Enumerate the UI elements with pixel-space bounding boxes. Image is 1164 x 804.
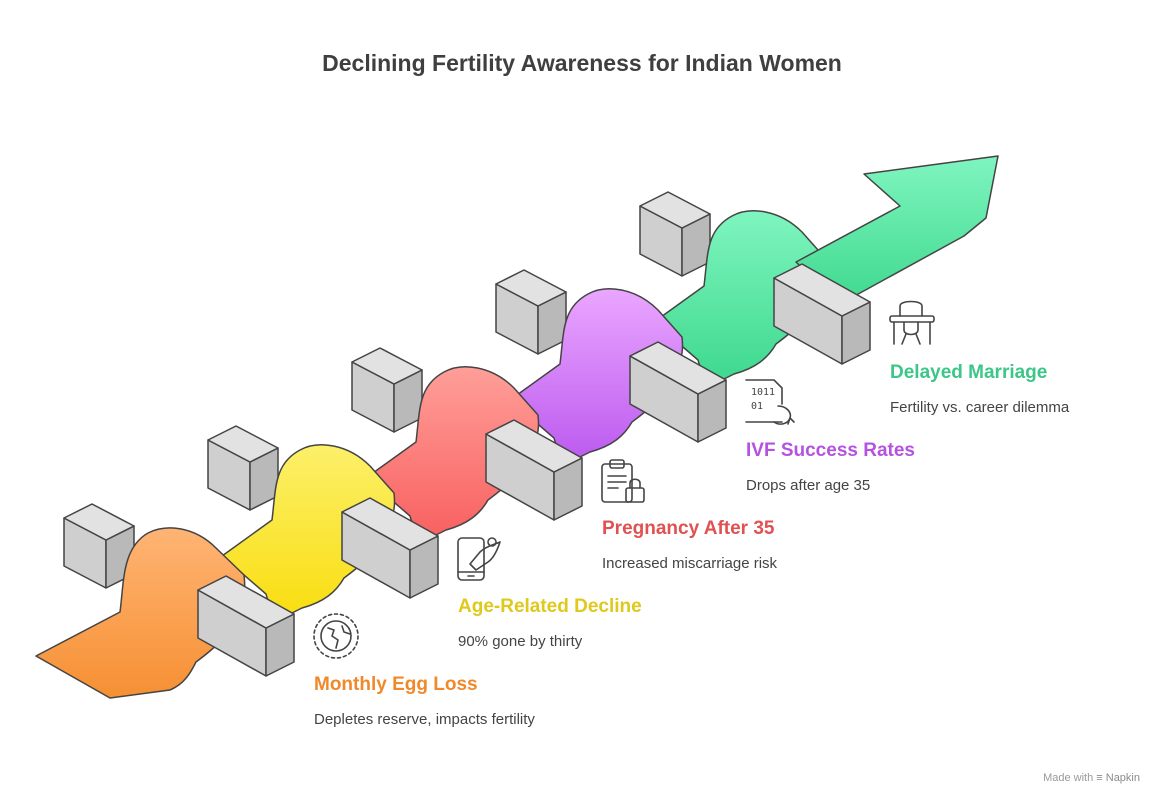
page-title: Declining Fertility Awareness for Indian… — [322, 50, 842, 76]
block-back-2 — [207, 425, 279, 511]
step-title-delayed-marriage: Delayed Marriage — [890, 362, 1048, 383]
desk-chair-icon — [889, 300, 935, 345]
binary-document-refresh-icon: 1011 01 — [745, 379, 795, 425]
step-title-monthly-egg-loss: Monthly Egg Loss — [314, 674, 478, 695]
arrow-head — [795, 155, 999, 305]
block-back-3 — [351, 347, 423, 433]
globe-icon — [313, 613, 359, 659]
block-front-5 — [773, 263, 871, 365]
block-front-4 — [629, 341, 727, 443]
step-desc-delayed-marriage: Fertility vs. career dilemma — [890, 399, 1070, 416]
block-front-1 — [197, 575, 295, 677]
step-desc-monthly-egg-loss: Depletes reserve, impacts fertility — [314, 711, 535, 728]
step-desc-age-related-decline: 90% gone by thirty — [458, 633, 583, 650]
step-title-ivf-success-rates: IVF Success Rates — [746, 440, 915, 461]
step-title-pregnancy-after-35: Pregnancy After 35 — [602, 518, 775, 539]
brand-prefix: Made with — [1043, 772, 1094, 784]
block-back-5 — [639, 191, 711, 277]
clipboard-lock-icon — [601, 459, 645, 503]
svg-text:1011: 1011 — [751, 387, 775, 398]
step-desc-pregnancy-after-35: Increased miscarriage risk — [602, 555, 778, 572]
step-desc-ivf-success-rates: Drops after age 35 — [746, 477, 871, 494]
step-title-age-related-decline: Age-Related Decline — [458, 596, 642, 617]
brand-credit: Made with ≡ Napkin — [1043, 772, 1140, 784]
phone-rocket-icon — [457, 537, 501, 581]
svg-text:01: 01 — [751, 401, 763, 412]
block-front-2 — [341, 497, 439, 599]
napkin-logo-icon: ≡ — [1096, 772, 1103, 784]
brand-name: Napkin — [1105, 772, 1140, 784]
block-front-3 — [485, 419, 583, 521]
block-back-4 — [495, 269, 567, 355]
